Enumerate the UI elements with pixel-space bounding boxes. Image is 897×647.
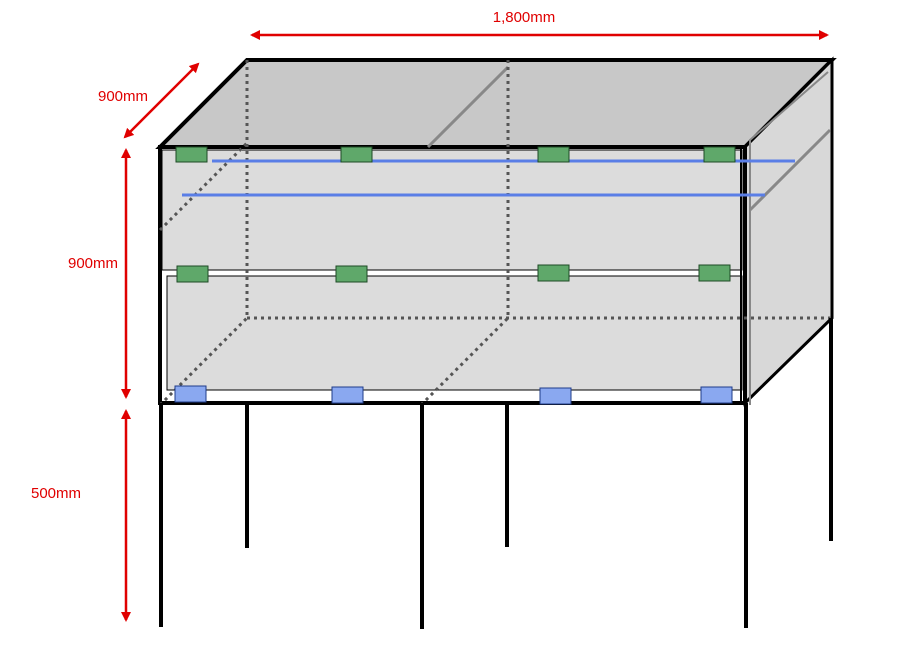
height-label: 900mm — [68, 255, 118, 272]
clip — [700, 386, 733, 404]
clips-bottom — [174, 385, 733, 405]
top-panel — [155, 58, 837, 149]
legs — [159, 318, 833, 629]
hidden-lines — [158, 60, 832, 407]
clip — [174, 385, 207, 403]
clip — [537, 264, 570, 282]
clip — [703, 146, 736, 163]
depth-arrow — [123, 62, 200, 139]
clip — [176, 265, 209, 283]
front-panel-lower — [166, 275, 743, 391]
clips-middle — [176, 264, 731, 283]
clip — [340, 146, 373, 163]
width-label: 1,800mm — [493, 9, 556, 26]
side-diagonal — [748, 128, 832, 212]
depth-label: 900mm — [98, 88, 148, 105]
front-panel-upper — [161, 149, 743, 271]
clip — [537, 146, 570, 163]
clip — [335, 265, 368, 283]
dimension-arrows — [121, 30, 829, 622]
clip — [698, 264, 731, 282]
side-inner-top — [749, 71, 829, 141]
clip — [175, 146, 208, 163]
clips-top — [175, 146, 736, 163]
top-diagonal — [426, 65, 510, 149]
front-frame — [158, 145, 747, 405]
clip — [539, 387, 572, 405]
clip — [331, 386, 364, 404]
leg-height-label: 500mm — [31, 485, 81, 502]
